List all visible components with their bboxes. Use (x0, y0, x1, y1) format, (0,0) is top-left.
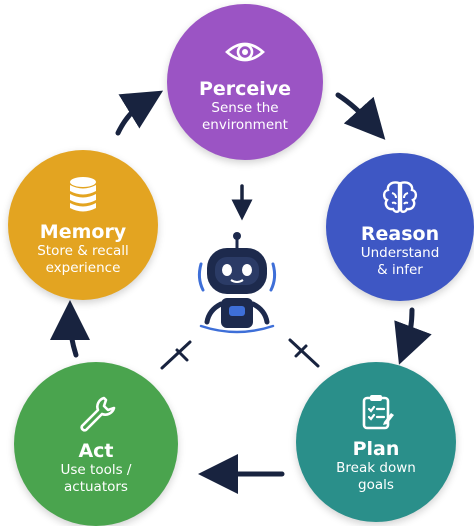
node-reason-subtitle-1: Understand (360, 245, 440, 261)
arrow-perceive-to-reason (335, 92, 386, 140)
connector-robot-to-plan (288, 338, 320, 368)
node-reason: Reason Understand & infer (326, 153, 474, 301)
node-perceive-subtitle-2: environment (202, 117, 288, 133)
node-perceive: Perceive Sense the environment (167, 4, 323, 160)
clipboard-icon (362, 395, 394, 430)
eye-icon (225, 42, 265, 62)
node-act: Act Use tools / actuators (14, 362, 178, 526)
node-perceive-subtitle-1: Sense the (211, 100, 279, 116)
node-perceive-title: Perceive (198, 78, 292, 100)
node-memory: Memory Store & recall experience (8, 150, 158, 300)
cycle-arrows (50, 90, 432, 494)
node-memory-subtitle-1: Store & recall (37, 243, 129, 259)
arrow-act-to-memory (50, 300, 91, 358)
database-icon (70, 177, 96, 212)
node-plan: Plan Break down goals (296, 362, 456, 522)
node-act-title: Act (78, 440, 114, 462)
arrow-reason-to-plan (394, 307, 432, 365)
robot-icon (197, 232, 277, 334)
connector-robot-to-act (160, 340, 192, 370)
wrench-icon (80, 396, 116, 432)
agent-loop-diagram: Perceive Sense the environment Reason Un… (8, 4, 474, 526)
node-memory-subtitle-2: experience (45, 260, 121, 276)
node-act-subtitle-1: Use tools / (60, 462, 132, 478)
arrow-memory-to-perceive (115, 90, 164, 136)
node-plan-subtitle-1: Break down (336, 460, 416, 476)
node-plan-subtitle-2: goals (358, 477, 394, 493)
node-act-subtitle-2: actuators (64, 479, 128, 495)
brain-icon (382, 181, 418, 213)
node-plan-title: Plan (352, 438, 400, 460)
node-memory-title: Memory (39, 221, 127, 243)
node-reason-title: Reason (360, 223, 440, 245)
node-reason-subtitle-2: & infer (377, 262, 423, 278)
